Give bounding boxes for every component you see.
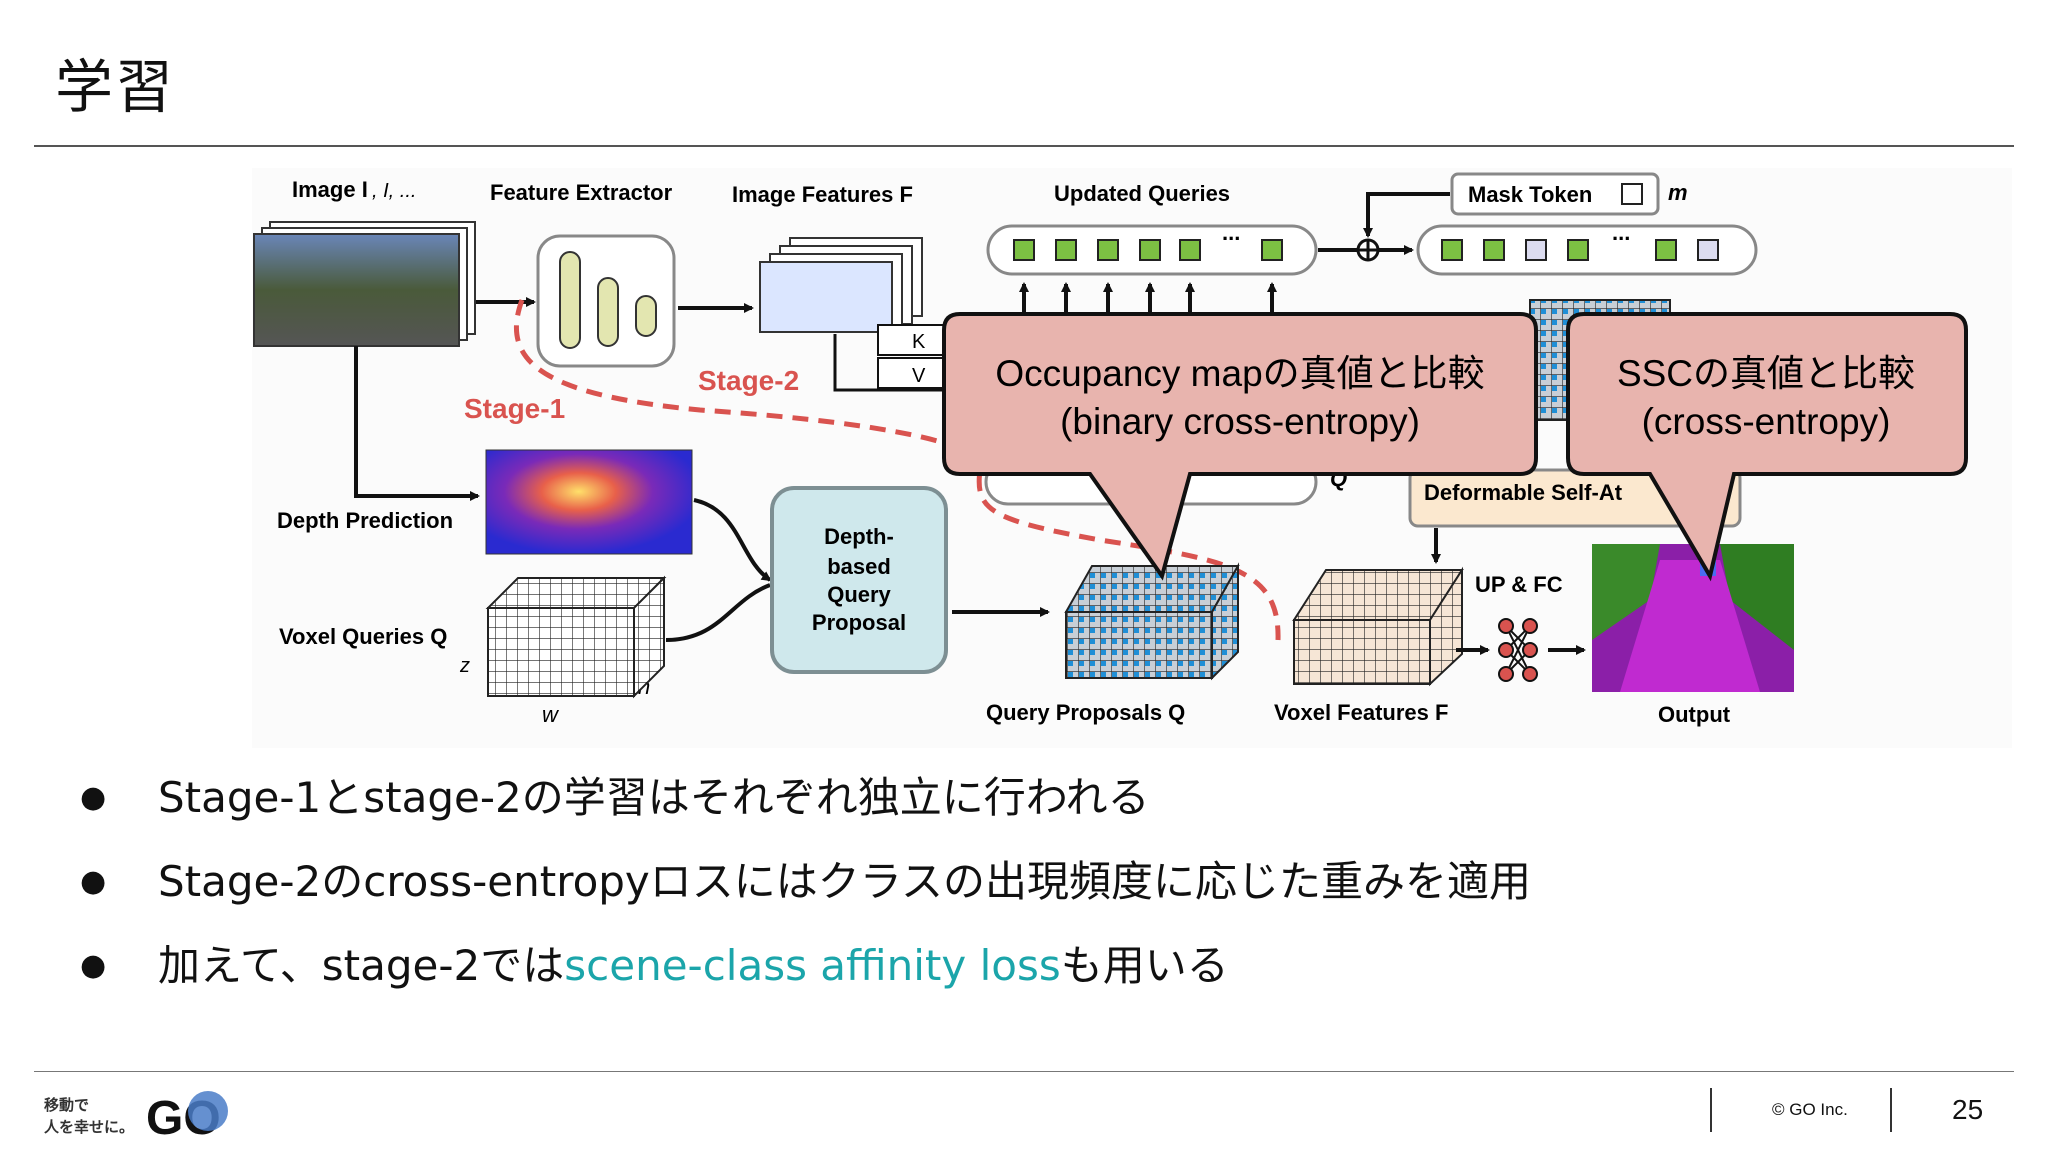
voxel-queries-cube bbox=[485, 575, 667, 699]
page-number: 25 bbox=[1952, 1094, 1984, 1125]
mask-token-label: Mask Token bbox=[1468, 182, 1592, 207]
stage2-label: Stage-2 bbox=[698, 365, 799, 396]
footer-divider bbox=[34, 1071, 2014, 1072]
input-image-stack bbox=[253, 221, 476, 347]
bullet-item: ●Stage-1とstage-2の学習はそれぞれ独立に行われる bbox=[80, 768, 1531, 852]
copyright: © GO Inc. bbox=[1772, 1100, 1848, 1119]
z-label: z bbox=[459, 655, 470, 677]
mask-token-box bbox=[1450, 172, 1660, 216]
query-proposals-cube bbox=[1064, 562, 1240, 681]
image-label: Image I bbox=[292, 177, 368, 202]
query-proposals-label: Query Proposals Q bbox=[986, 700, 1185, 725]
stage1-label: Stage-1 bbox=[464, 393, 565, 424]
footer-separator bbox=[1710, 1088, 1712, 1132]
go-logo: 移動で 人を幸せに。 GO bbox=[44, 1088, 234, 1146]
depth-map bbox=[485, 449, 693, 555]
dbqp-line3: Query bbox=[827, 582, 891, 607]
bullet-dot: ● bbox=[80, 948, 107, 983]
image-label-rest: , I, ... bbox=[372, 180, 416, 202]
depth-query-proposal-box bbox=[770, 486, 948, 674]
svg-text:...: ... bbox=[1612, 220, 1630, 245]
fc-network-icon bbox=[1498, 618, 1538, 682]
m-label: m bbox=[1668, 180, 1688, 205]
w-label: w bbox=[542, 702, 560, 727]
depth-prediction-label: Depth Prediction bbox=[277, 508, 453, 533]
deformable-label: Deformable Self-At bbox=[1424, 480, 1623, 505]
output-label: Output bbox=[1658, 702, 1731, 727]
highlight-term: scene-class affinity loss bbox=[564, 941, 1061, 990]
logo-tagline-2: 人を幸せに。 bbox=[44, 1118, 134, 1136]
bullet-dot: ● bbox=[80, 780, 107, 815]
callout-occupancy-line2: (binary cross-entropy) bbox=[1060, 401, 1420, 442]
callout-ssc: SSCの真値と比較 (cross-entropy) bbox=[1566, 312, 1968, 582]
callout-occupancy-line1: Occupancy mapの真値と比較 bbox=[995, 353, 1484, 394]
voxel-features-label: Voxel Features F bbox=[1274, 700, 1448, 725]
updated-queries-label: Updated Queries bbox=[1054, 181, 1230, 206]
dbqp-line1: Depth- bbox=[824, 524, 894, 549]
callout-ssc-line2: (cross-entropy) bbox=[1642, 401, 1891, 442]
up-fc-label: UP & FC bbox=[1475, 572, 1563, 597]
voxel-queries-label: Voxel Queries Q bbox=[279, 624, 447, 649]
bullet-item: ●Stage-2のcross-entropyロスにはクラスの出現頻度に応じた重み… bbox=[80, 852, 1531, 936]
callout-ssc-line1: SSCの真値と比較 bbox=[1617, 353, 1915, 394]
dbqp-line4: Proposal bbox=[812, 610, 906, 635]
bullet-item: ●加えて、stage-2ではscene-class affinity lossも… bbox=[80, 936, 1531, 1020]
footer-separator bbox=[1890, 1088, 1892, 1132]
title-divider bbox=[34, 145, 2014, 147]
v-label: V bbox=[912, 365, 926, 387]
feature-extractor-label: Feature Extractor bbox=[490, 180, 673, 205]
callout-occupancy: Occupancy mapの真値と比較 (binary cross-entrop… bbox=[942, 312, 1538, 581]
logo-tagline-1: 移動で bbox=[44, 1096, 89, 1114]
masked-query-cubes bbox=[1441, 239, 1719, 261]
voxel-features-cube bbox=[1292, 566, 1464, 687]
bullet-dot: ● bbox=[80, 864, 107, 899]
updated-query-cubes bbox=[1013, 239, 1283, 261]
image-features-label: Image Features F bbox=[732, 182, 913, 207]
output-scene bbox=[1592, 544, 1794, 692]
k-label: K bbox=[912, 331, 926, 353]
dbqp-line2: based bbox=[827, 554, 891, 579]
image-features-stack bbox=[759, 237, 923, 333]
bullet-list: ●Stage-1とstage-2の学習はそれぞれ独立に行われる ●Stage-2… bbox=[80, 768, 1531, 1020]
slide-title: 学習 bbox=[55, 53, 176, 121]
svg-text:...: ... bbox=[1222, 220, 1240, 245]
